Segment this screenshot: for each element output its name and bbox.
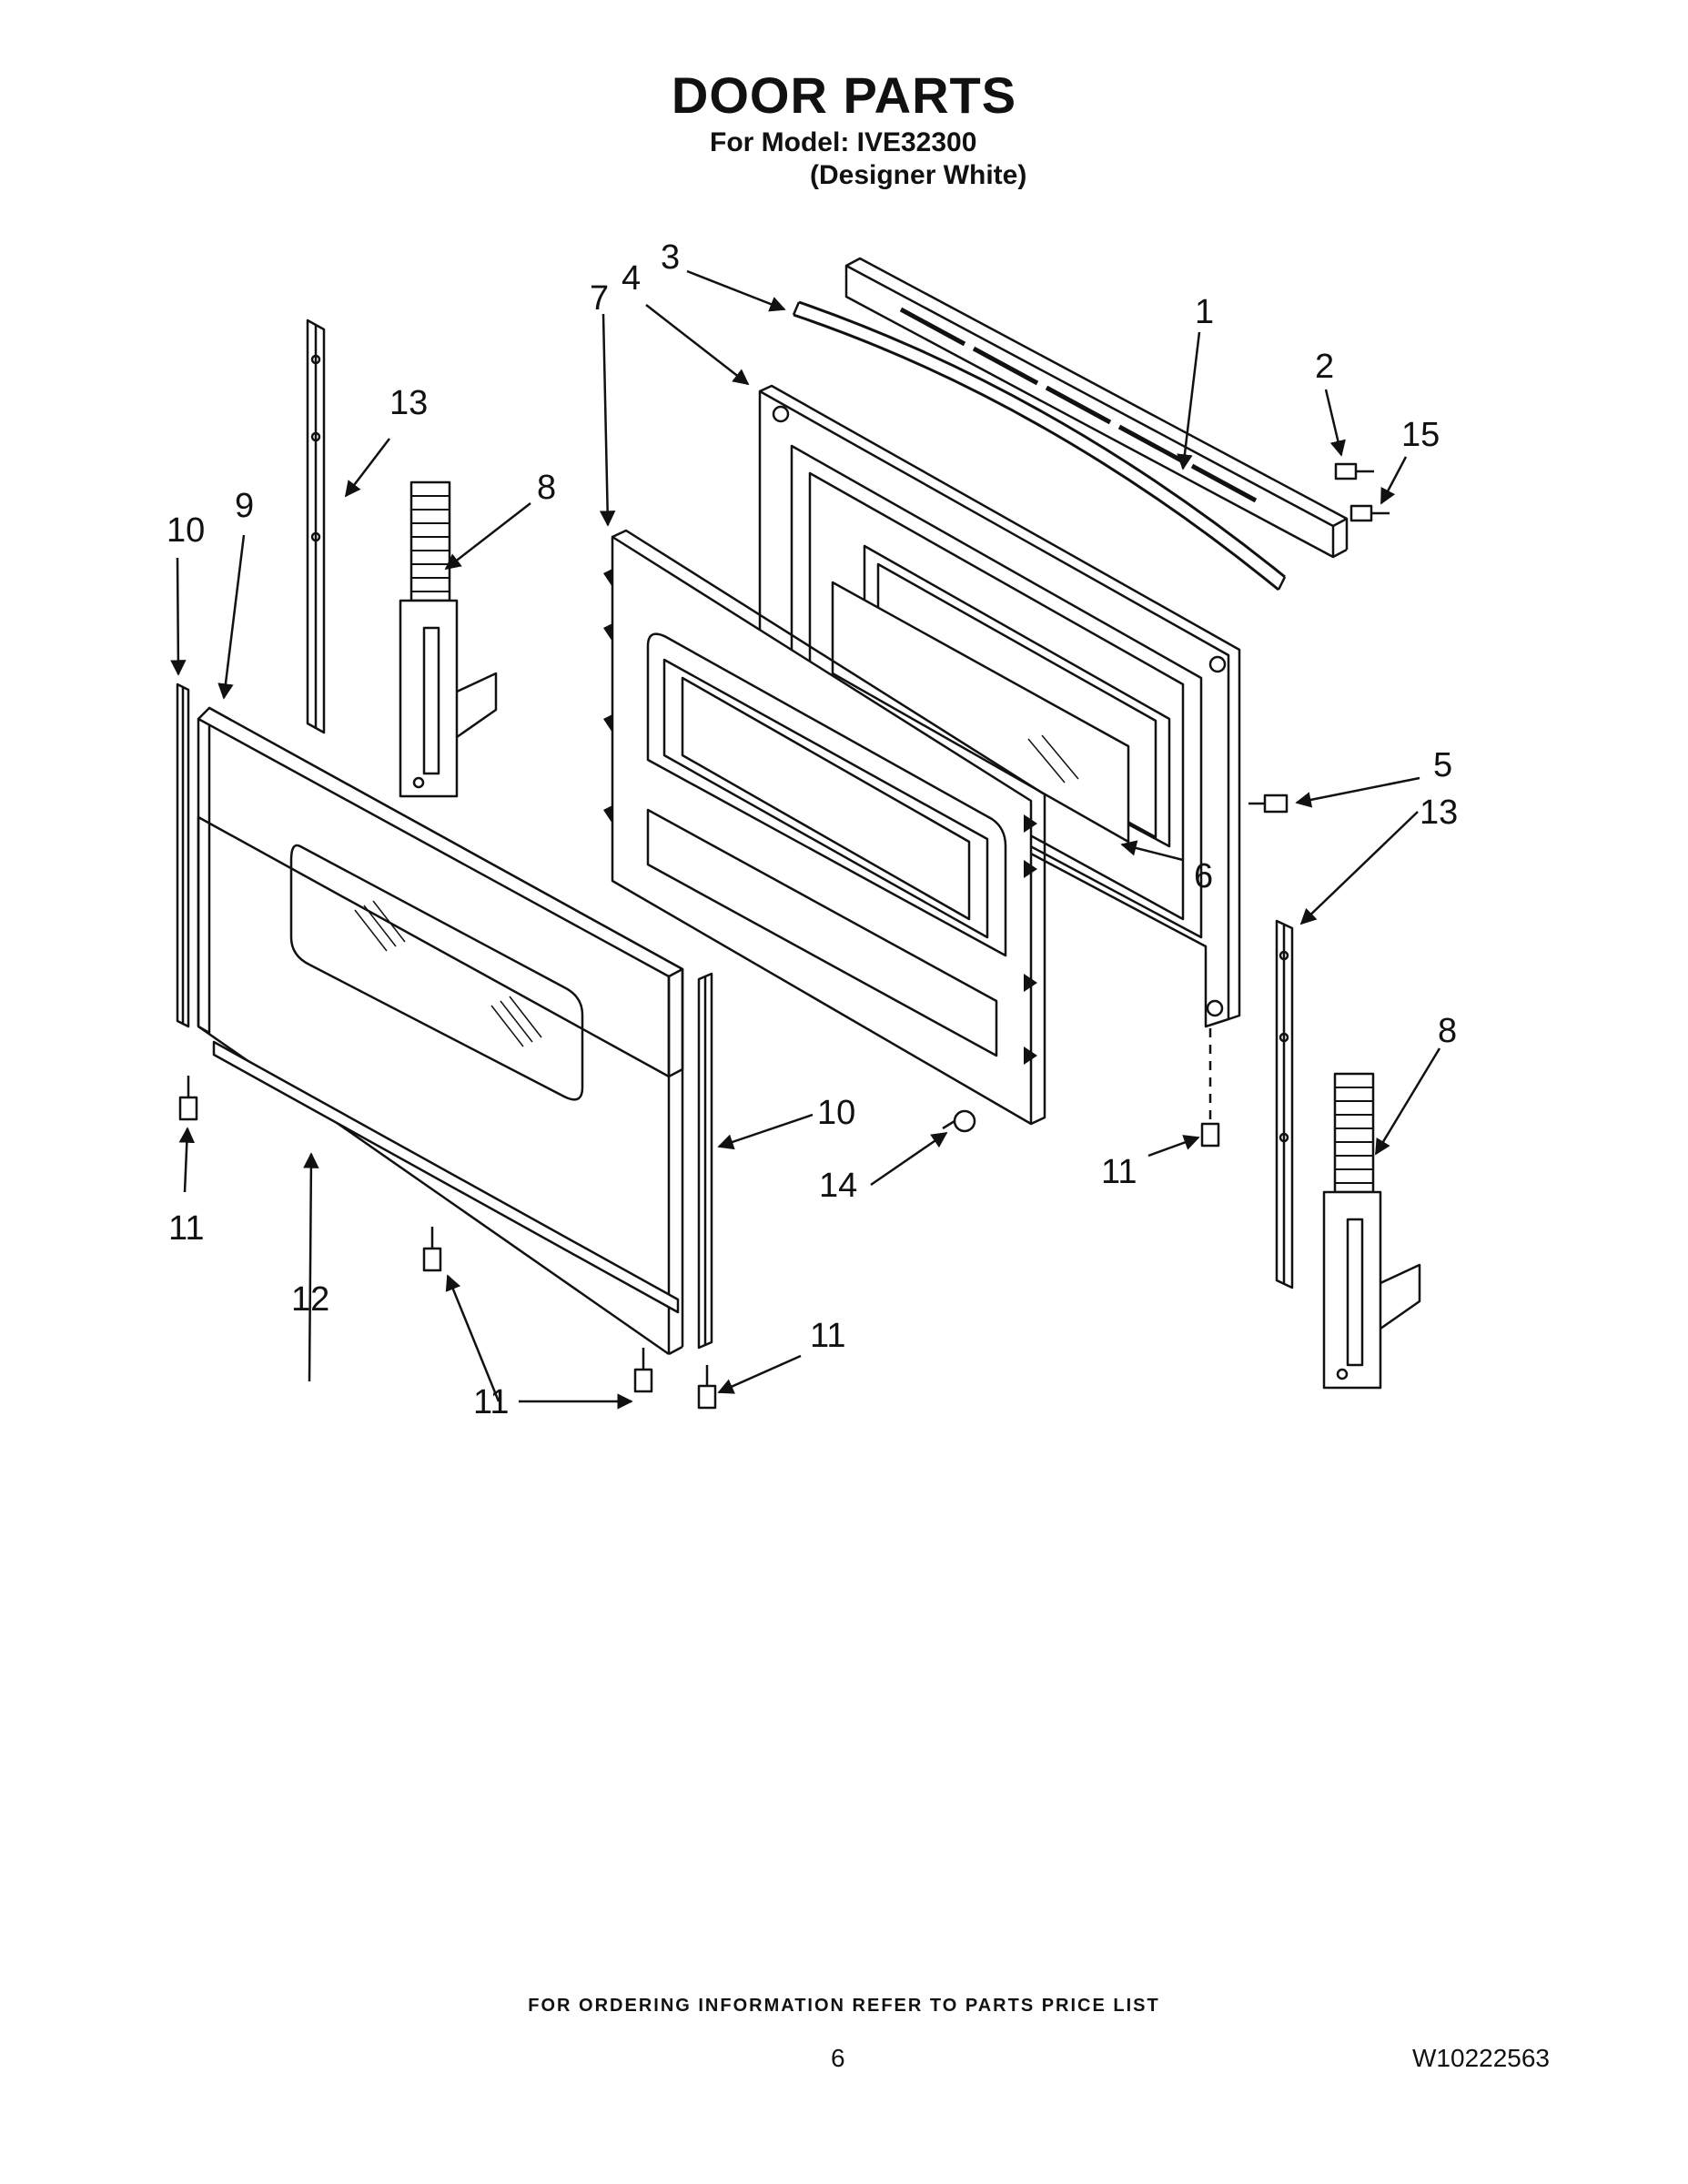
callout-1: 1 xyxy=(1195,293,1214,331)
callout-7: 7 xyxy=(590,279,609,318)
right-side-trim xyxy=(697,972,713,1350)
right-hinge-receptacle xyxy=(1275,919,1294,1289)
vent-trim-part xyxy=(844,257,1349,559)
callout-6: 6 xyxy=(1194,857,1213,895)
door-handle-part xyxy=(792,300,1287,592)
callout-9: 9 xyxy=(235,487,254,525)
callout-4: 4 xyxy=(622,259,641,298)
screw-11-side xyxy=(697,1365,717,1410)
model-variant: (Designer White) xyxy=(810,160,1027,190)
callout-11-right: 11 xyxy=(1101,1153,1137,1191)
page-number: 6 xyxy=(831,2044,845,2072)
callout-10-left: 10 xyxy=(167,511,205,550)
screw-11-center xyxy=(422,1227,442,1272)
callout-11-bottom: 11 xyxy=(810,1317,845,1355)
callout-8-right: 8 xyxy=(1438,1012,1457,1050)
page-title: DOOR PARTS xyxy=(671,66,1017,124)
callout-labels: 1 2 3 4 5 6 7 8 8 9 10 10 11 11 11 11 12… xyxy=(167,238,1458,1421)
screw-part-5 xyxy=(1248,794,1289,814)
screw-part-15 xyxy=(1349,504,1390,522)
callout-10-right: 10 xyxy=(817,1094,855,1132)
screw-11-left xyxy=(178,1076,198,1121)
left-hinge-receptacle xyxy=(306,318,326,734)
left-hinge xyxy=(399,480,498,798)
left-side-trim xyxy=(176,682,190,1028)
screw-part-2 xyxy=(1334,462,1374,480)
callout-13-right: 13 xyxy=(1420,794,1458,832)
bumper-part-14 xyxy=(942,1109,976,1133)
ordering-note: FOR ORDERING INFORMATION REFER TO PARTS … xyxy=(528,1996,1160,2016)
inner-door-liner xyxy=(603,529,1046,1126)
model-line: For Model: IVE32300 xyxy=(710,127,977,157)
callout-5: 5 xyxy=(1433,746,1452,784)
bottom-trim xyxy=(212,1040,680,1314)
screw-11-bottom xyxy=(633,1348,653,1393)
callout-14: 14 xyxy=(819,1167,857,1205)
screw-11-right xyxy=(1200,1028,1220,1148)
document-number: W10222563 xyxy=(1412,2044,1551,2072)
callout-11-center: 11 xyxy=(473,1383,509,1421)
callout-11-left: 11 xyxy=(168,1209,204,1248)
callout-3: 3 xyxy=(661,238,680,277)
callout-8-left: 8 xyxy=(537,469,556,507)
callout-15: 15 xyxy=(1401,416,1440,454)
callout-2: 2 xyxy=(1315,348,1334,386)
callout-13-left: 13 xyxy=(389,384,428,422)
callout-12: 12 xyxy=(291,1280,329,1319)
right-hinge xyxy=(1322,1072,1421,1390)
leader-lines xyxy=(170,269,1441,1410)
